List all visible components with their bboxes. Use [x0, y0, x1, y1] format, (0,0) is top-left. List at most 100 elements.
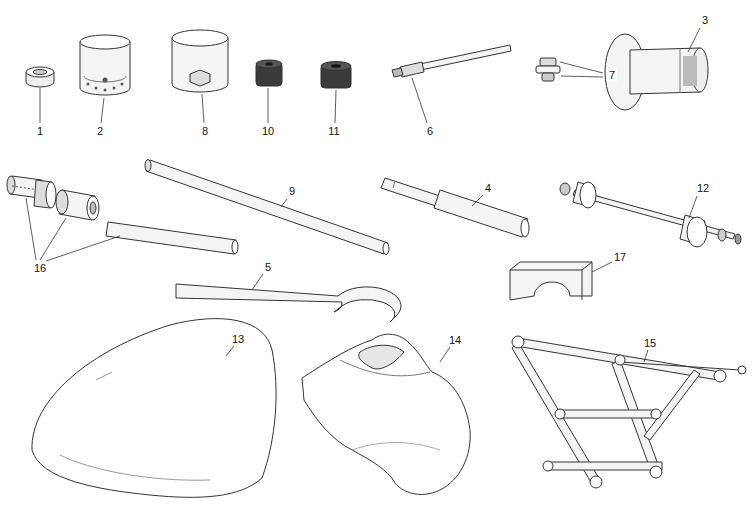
- drawing-stroke: [33, 70, 47, 75]
- drawing-stroke: [40, 88, 41, 123]
- drawing-stroke: [392, 68, 403, 77]
- callout-number: 10: [260, 125, 276, 138]
- drawing-stroke: [560, 410, 656, 418]
- drawing-stroke: [26, 198, 36, 260]
- callout-number: 2: [95, 125, 105, 138]
- callout-number: 9: [287, 185, 297, 198]
- drawing-stroke: [512, 336, 524, 348]
- drawing-stroke: [689, 196, 697, 218]
- drawing-stroke: [383, 243, 389, 255]
- drawing-stroke: [688, 28, 700, 52]
- leader-lines: [26, 28, 700, 362]
- tank-cover-part: [302, 334, 470, 494]
- drawing-stroke: [644, 370, 700, 440]
- drawing-stroke: [536, 66, 560, 73]
- drawing-stroke: [352, 443, 440, 451]
- drawing-stroke: [620, 362, 740, 370]
- drawing-stroke: [543, 461, 553, 471]
- puller-part: [560, 182, 741, 247]
- drawing-stroke: [121, 83, 124, 86]
- drawing-stroke: [60, 455, 210, 480]
- drawing-stroke: [256, 60, 282, 68]
- drawing-stroke: [644, 350, 648, 362]
- drawing-stroke: [400, 62, 424, 77]
- drawing-stroke: [555, 409, 565, 419]
- drawing-stroke: [226, 346, 234, 356]
- drawing-stroke: [46, 236, 120, 261]
- callout-number: 3: [700, 14, 710, 27]
- callout-number: 7: [607, 69, 617, 82]
- drawing-stroke: [560, 62, 603, 73]
- drawing-stroke: [87, 196, 99, 220]
- rubber-bush-part: [256, 60, 282, 86]
- drawing-stroke: [202, 94, 204, 123]
- drawing-stroke: [573, 182, 595, 207]
- drawing-stroke: [573, 190, 735, 239]
- drawing-stroke: [440, 347, 450, 362]
- hook-wrench-part: [176, 284, 401, 322]
- drawing-stroke: [104, 89, 107, 92]
- drawing-stroke: [630, 48, 700, 94]
- callout-number: 14: [447, 334, 463, 347]
- drawing-stroke: [46, 182, 56, 208]
- drawing-stroke: [512, 336, 746, 488]
- drawing-stroke: [510, 262, 592, 300]
- drawing-stroke: [561, 76, 603, 77]
- rubber-bush-part: [321, 62, 351, 89]
- drawing-stroke: [7, 176, 15, 194]
- drawing-stroke: [580, 182, 596, 208]
- drawing-stroke: [560, 183, 570, 195]
- hex-socket-part: [172, 30, 228, 92]
- tool-set-part: [7, 176, 238, 254]
- socket-part: [80, 35, 130, 95]
- drawing-stroke: [113, 87, 116, 90]
- drawing-stroke: [650, 466, 662, 478]
- drawing-stroke: [96, 372, 112, 380]
- drawing-stroke: [592, 262, 612, 272]
- callout-number: 6: [425, 125, 435, 138]
- drawing-stroke: [683, 56, 697, 86]
- drawing-stroke: [95, 87, 98, 90]
- drawing-stroke: [106, 222, 236, 254]
- drawing-stroke: [510, 262, 592, 300]
- drawing-stroke: [472, 195, 483, 206]
- callout-number: 15: [642, 337, 658, 350]
- drawing-stroke: [331, 64, 341, 68]
- drawing-stroke: [176, 284, 401, 322]
- flange-tool-part: [605, 34, 708, 110]
- drawing-stroke: [32, 319, 276, 498]
- nut-part: [536, 58, 560, 81]
- drawing-stroke: [381, 178, 440, 206]
- drawing-stroke: [359, 345, 404, 369]
- drawing-stroke: [145, 160, 151, 172]
- drawing-stroke: [735, 234, 741, 244]
- threaded-rod-part: [392, 45, 511, 77]
- callout-number: 12: [695, 182, 711, 195]
- drawing-stroke: [281, 199, 287, 207]
- callout-number: 1: [35, 125, 45, 138]
- drawing-stroke: [80, 42, 130, 95]
- callout-number: 11: [326, 125, 341, 138]
- drawing-stroke: [590, 476, 602, 488]
- drawing-stroke: [26, 67, 54, 77]
- drawing-stroke: [87, 83, 90, 86]
- drift-part: [381, 178, 529, 237]
- drawing-stroke: [321, 62, 351, 71]
- drawing-stroke: [101, 98, 104, 123]
- drawing-stroke: [190, 70, 210, 86]
- drawing-stroke: [521, 219, 529, 237]
- drawing-stroke: [335, 90, 336, 123]
- drawing-stroke: [172, 30, 228, 46]
- drawing-stroke: [232, 240, 238, 254]
- drawing-stroke: [651, 409, 661, 419]
- drawing-stroke: [714, 370, 726, 382]
- drawing-stroke: [393, 181, 395, 188]
- drawing-stroke: [265, 63, 273, 66]
- callout-number: 13: [230, 333, 246, 346]
- drawing-stroke: [56, 190, 68, 214]
- drawing-stroke: [687, 217, 707, 247]
- drawing-stroke: [412, 78, 427, 123]
- callout-number: 16: [32, 262, 48, 275]
- drawing-stroke: [80, 35, 130, 49]
